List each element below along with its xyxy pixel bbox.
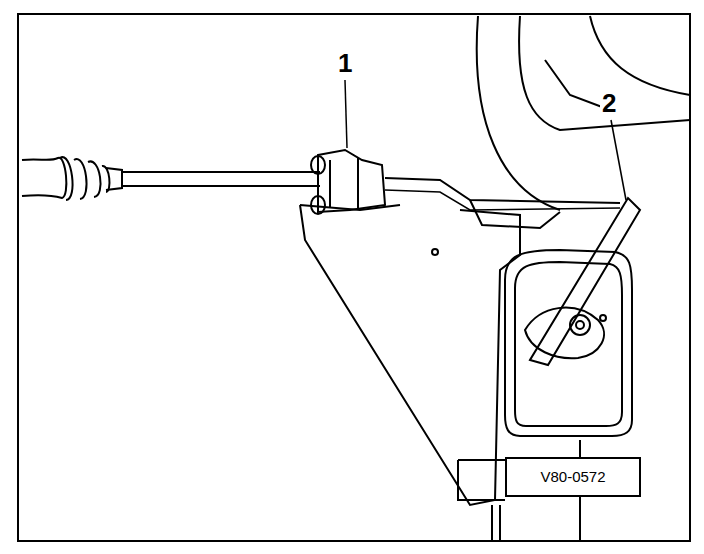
cable-guide (470, 200, 560, 228)
callout-number: 2 (600, 90, 618, 116)
hole (432, 249, 438, 255)
figure-code: V80-0572 (540, 469, 605, 486)
frame (18, 14, 690, 541)
stem-clip (458, 460, 505, 500)
callout-number: 1 (336, 50, 354, 76)
boot-collar (106, 168, 122, 190)
housing-edge (590, 16, 690, 95)
mounting-plate (515, 262, 622, 426)
inner-cable (385, 190, 620, 210)
lever-hub (525, 308, 604, 359)
nut (576, 321, 584, 329)
leader-line (345, 80, 347, 148)
cable-sleeve (122, 172, 320, 186)
rubber-boot (60, 157, 109, 200)
bracket-plate (300, 205, 520, 505)
housing-edge (519, 16, 690, 130)
cable-clamp (330, 158, 358, 210)
cable-clamp (318, 150, 385, 212)
pin (600, 315, 606, 321)
clamp-bolt (311, 196, 325, 214)
lever (530, 198, 640, 365)
inner-cable (385, 178, 620, 203)
leader-line (611, 120, 626, 200)
nut (570, 315, 590, 335)
rubber-boot (22, 158, 66, 198)
figure-code-box: V80-0572 (505, 457, 641, 497)
mounting-plate (505, 250, 632, 436)
